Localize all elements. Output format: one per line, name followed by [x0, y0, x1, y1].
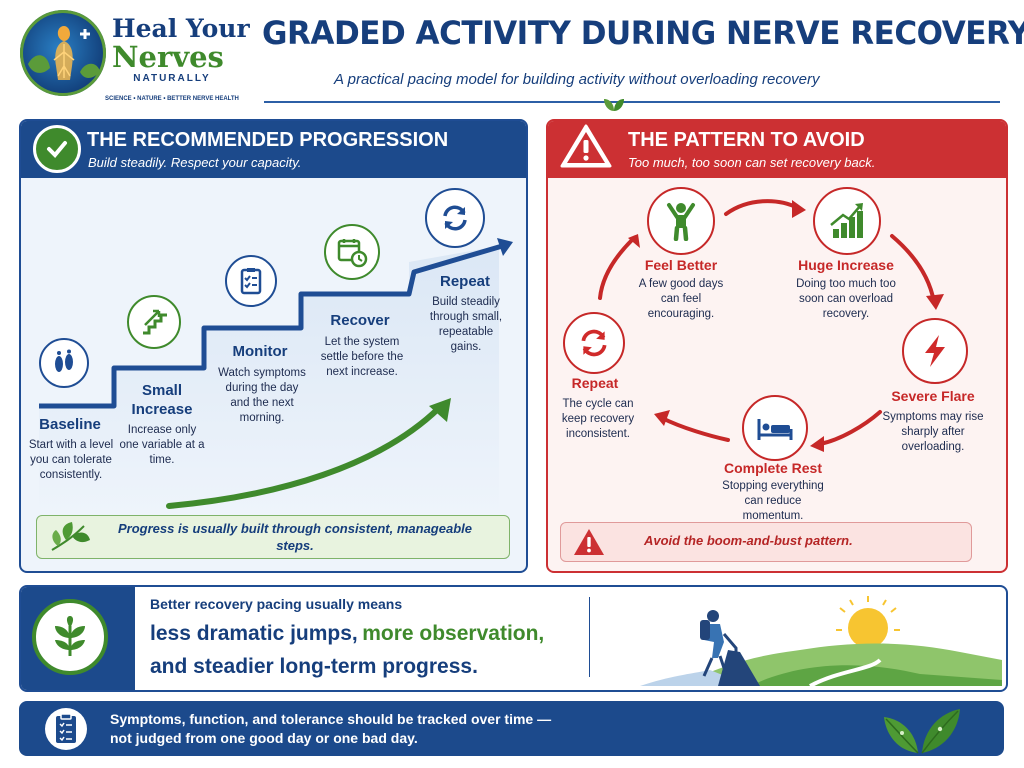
- progress-callout-text: Progress is usually built through consis…: [118, 521, 472, 553]
- banner-phrase-observation: more observation,: [362, 622, 545, 645]
- step-title-repeat: Repeat: [439, 273, 491, 290]
- banner-phrase-jumps: less dramatic jumps,: [150, 622, 358, 645]
- avoid-callout: [560, 522, 972, 562]
- page-title: GRADED ACTIVITY DURING NERVE RECOVERY: [262, 14, 1024, 52]
- step-title-small-increase: Small Increase: [131, 382, 193, 418]
- step-title-monitor: Monitor: [232, 343, 288, 360]
- logo-text-heal-your: Heal Your: [112, 14, 250, 43]
- footer-line-2: not judged from one good day or one bad …: [110, 730, 418, 746]
- banner-line-2: less dramatic jumps, more observation,: [150, 622, 544, 646]
- step-text-monitor: Watch symptoms during the day and the ne…: [218, 367, 306, 424]
- cycle-title-severe-flare: Severe Flare: [891, 388, 975, 404]
- avoid-callout-text: Avoid the boom-and-bust pattern.: [644, 533, 853, 548]
- footprints-icon: [39, 338, 89, 388]
- leaves-icon: [884, 709, 960, 754]
- lightning-icon: [902, 318, 968, 384]
- logo-tagline: SCIENCE • NATURE • BETTER NERVE HEALTH: [105, 96, 239, 102]
- cycle-text-complete-rest: Stopping everything can reduce momentum.: [722, 480, 824, 522]
- cycle-title-huge-increase: Huge Increase: [798, 257, 894, 273]
- checkmark-icon: [33, 125, 81, 173]
- cycle-text-repeat: The cycle can keep recovery inconsistent…: [561, 398, 635, 440]
- clipboard-icon: [225, 255, 277, 307]
- rising-bars-icon: [813, 187, 881, 255]
- left-panel-subtitle: Build steadily. Respect your capacity.: [88, 155, 302, 170]
- nerve-figure-icon: [28, 26, 100, 80]
- plant-sprout-icon: [32, 599, 108, 675]
- person-arms-up-icon: [647, 187, 715, 255]
- boom-bust-cycle-arrows: [598, 199, 944, 452]
- repeat-icon: [425, 188, 485, 248]
- hiker-landscape-illustration: [640, 596, 1002, 686]
- step-text-repeat: Build steadily through small, repeatable…: [429, 296, 503, 353]
- footer-line-1: Symptoms, function, and tolerance should…: [110, 711, 552, 727]
- right-panel-subtitle: Too much, too soon can set recovery back…: [628, 155, 876, 170]
- banner-line-3: and steadier long-term progress.: [150, 655, 478, 678]
- warning-triangle-icon: [560, 124, 612, 168]
- leaf-sprout-icon: [604, 99, 624, 111]
- banner-divider: [589, 597, 590, 677]
- logo-text-naturally: NATURALLY: [133, 73, 211, 84]
- cycle-title-repeat: Repeat: [571, 375, 619, 391]
- progress-callout: [36, 515, 510, 559]
- header-divider: [264, 101, 1000, 103]
- banner-line-1: Better recovery pacing usually means: [150, 596, 403, 612]
- step-title-baseline: Baseline: [39, 416, 101, 433]
- bed-icon: [742, 395, 808, 461]
- page-subtitle: A practical pacing model for building ac…: [334, 71, 820, 88]
- cycle-text-feel-better: A few good days can feel encouraging.: [638, 278, 724, 320]
- logo-emblem: [20, 10, 106, 96]
- repeat-icon: [563, 312, 625, 374]
- warning-triangle-icon: [574, 529, 604, 555]
- logo-text-nerves: Nerves: [112, 40, 224, 74]
- step-text-recover: Let the system settle before the next in…: [320, 336, 404, 378]
- panel-header-bar: [548, 121, 1006, 178]
- left-panel-title: THE RECOMMENDED PROGRESSION: [87, 129, 449, 151]
- step-title-recover: Recover: [330, 312, 390, 329]
- cycle-text-severe-flare: Symptoms may rise sharply after overload…: [882, 411, 984, 453]
- step-text-baseline: Start with a level you can tolerate cons…: [28, 439, 114, 481]
- clipboard-icon: [45, 708, 87, 750]
- stairs-icon: [127, 295, 181, 349]
- step-text-small-increase: Increase only one variable at a time.: [119, 424, 205, 466]
- footer-banner: [19, 701, 1004, 756]
- cycle-text-huge-increase: Doing too much too soon can overload rec…: [796, 278, 896, 320]
- calendar-clock-icon: [324, 224, 380, 280]
- cycle-title-complete-rest: Complete Rest: [723, 460, 823, 476]
- panel-header-bar: [21, 121, 526, 178]
- leaf-branch-icon: [51, 522, 90, 551]
- right-panel-title: THE PATTERN TO AVOID: [628, 129, 865, 151]
- progression-staircase: [39, 238, 513, 516]
- cycle-title-feel-better: Feel Better: [644, 257, 718, 273]
